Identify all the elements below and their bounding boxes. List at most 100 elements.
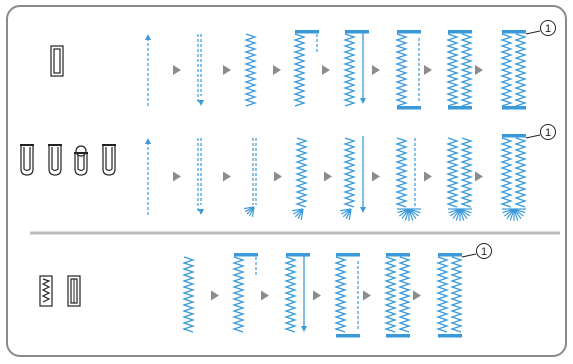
bartack-stitch — [502, 30, 526, 34]
zigzag-stitch — [342, 137, 357, 208]
inner-stitch — [105, 147, 113, 172]
zigzag-stitch — [231, 256, 246, 333]
step-arrow — [211, 290, 219, 301]
bottom-fan-stitch — [448, 208, 472, 221]
step-arrow — [475, 171, 483, 182]
outer-stitch — [67, 275, 81, 307]
fan-ray — [401, 208, 410, 220]
wavy-buttonhole-icon — [39, 275, 53, 307]
fan-ray — [340, 208, 352, 212]
step-guide-down — [197, 138, 204, 215]
step-left-zigzag — [243, 33, 258, 107]
fan-ray — [459, 208, 468, 220]
bartack-stitch — [286, 253, 310, 257]
bottom-fan-stitch — [292, 208, 304, 220]
fan-ray — [459, 208, 472, 214]
direction-down-arrow — [360, 207, 366, 213]
bartack-stitch — [386, 253, 410, 257]
bartack-stitch — [336, 253, 360, 257]
zigzag-stitch — [383, 256, 398, 333]
outer-stitch — [48, 145, 62, 176]
zigzag-stitch — [342, 33, 357, 107]
fan-ray — [398, 208, 410, 217]
bartack-stitch — [397, 106, 421, 110]
step-arrow — [223, 65, 231, 75]
callout-leader-line — [461, 253, 477, 258]
outer-stitch — [20, 145, 34, 176]
fan-ray — [513, 208, 526, 214]
fan-ray — [292, 208, 304, 212]
inner-stitch — [77, 155, 85, 172]
section-square-buttonhole: 1 — [50, 20, 556, 110]
step-finished — [499, 134, 528, 221]
inner-stitch — [51, 147, 59, 172]
zigzag-stitch — [283, 256, 298, 333]
fan-ray — [506, 208, 515, 220]
fan-ray — [244, 206, 255, 210]
step-top-bartack — [292, 30, 319, 107]
callout-circle — [476, 243, 492, 259]
step-arrow — [424, 65, 432, 75]
keyhole-buttonhole-icon — [74, 145, 88, 176]
direction-up-arrow — [145, 34, 151, 40]
step-arrow — [413, 290, 421, 301]
fan-ray — [404, 208, 410, 221]
step-arrow — [372, 171, 380, 182]
fan-ray — [408, 208, 417, 220]
zigzag-stitch — [459, 137, 474, 208]
step-fan-bottom — [244, 138, 257, 217]
step-arrow — [322, 65, 330, 75]
fan-ray — [509, 208, 515, 221]
diagram-panel — [6, 5, 567, 357]
direction-up-arrow — [145, 138, 151, 144]
step-right-zigzag — [445, 137, 474, 221]
round-buttonhole-icon — [20, 144, 34, 176]
step-left-zigzag-return — [342, 30, 369, 107]
fan-ray — [455, 208, 461, 221]
bottom-fan-stitch — [244, 206, 255, 217]
step-arrow — [173, 171, 181, 182]
bottom-fan-stitch — [340, 208, 352, 220]
bottom-fan-stitch — [397, 208, 421, 221]
outer-stitch — [74, 153, 88, 176]
fan-ray — [459, 208, 471, 217]
inner-stitch — [53, 48, 61, 74]
zigzag-stitch — [513, 33, 528, 107]
fan-ray — [503, 208, 515, 217]
step-finished — [435, 253, 464, 338]
fan-ray — [408, 208, 420, 217]
step-left-zigzag-return — [283, 253, 310, 333]
zigzag-stitch — [181, 256, 196, 333]
step-arrow — [273, 65, 281, 75]
step-guide-up — [145, 34, 151, 106]
callout-leader-line — [525, 30, 541, 35]
outer-stitch — [39, 275, 53, 307]
step-arrow — [475, 65, 483, 75]
step-arrow — [173, 65, 181, 75]
zigzag-stitch — [243, 33, 258, 107]
outer-stitch — [50, 45, 64, 77]
step-arrow — [372, 65, 380, 75]
section-stretch-buttonhole: 1 — [39, 243, 492, 338]
step-guide-down — [197, 34, 204, 106]
zigzag-stitch — [449, 256, 464, 333]
section-rounded-buttonhole: 1 — [20, 124, 556, 221]
wavy-stitch — [41, 278, 51, 303]
step-arrow — [274, 171, 282, 182]
step-left-zigzag — [181, 256, 196, 333]
zigzag-stitch — [394, 33, 409, 107]
outer-stitch — [102, 145, 116, 176]
zigzag-stitch — [499, 137, 514, 208]
zigzag-stitch — [513, 137, 528, 208]
bartack-stitch — [336, 334, 360, 338]
zigzag-stitch — [394, 137, 409, 208]
step-right-zigzag — [383, 253, 412, 338]
zigzag-stitch — [445, 33, 460, 107]
bartack-stitch — [502, 134, 526, 138]
bottom-fan-stitch — [502, 208, 526, 221]
diagram-content: 1 1 1 — [20, 20, 556, 338]
zigzag-stitch — [333, 256, 348, 333]
step-arrow — [261, 290, 269, 301]
bartack-stitch — [448, 30, 472, 34]
